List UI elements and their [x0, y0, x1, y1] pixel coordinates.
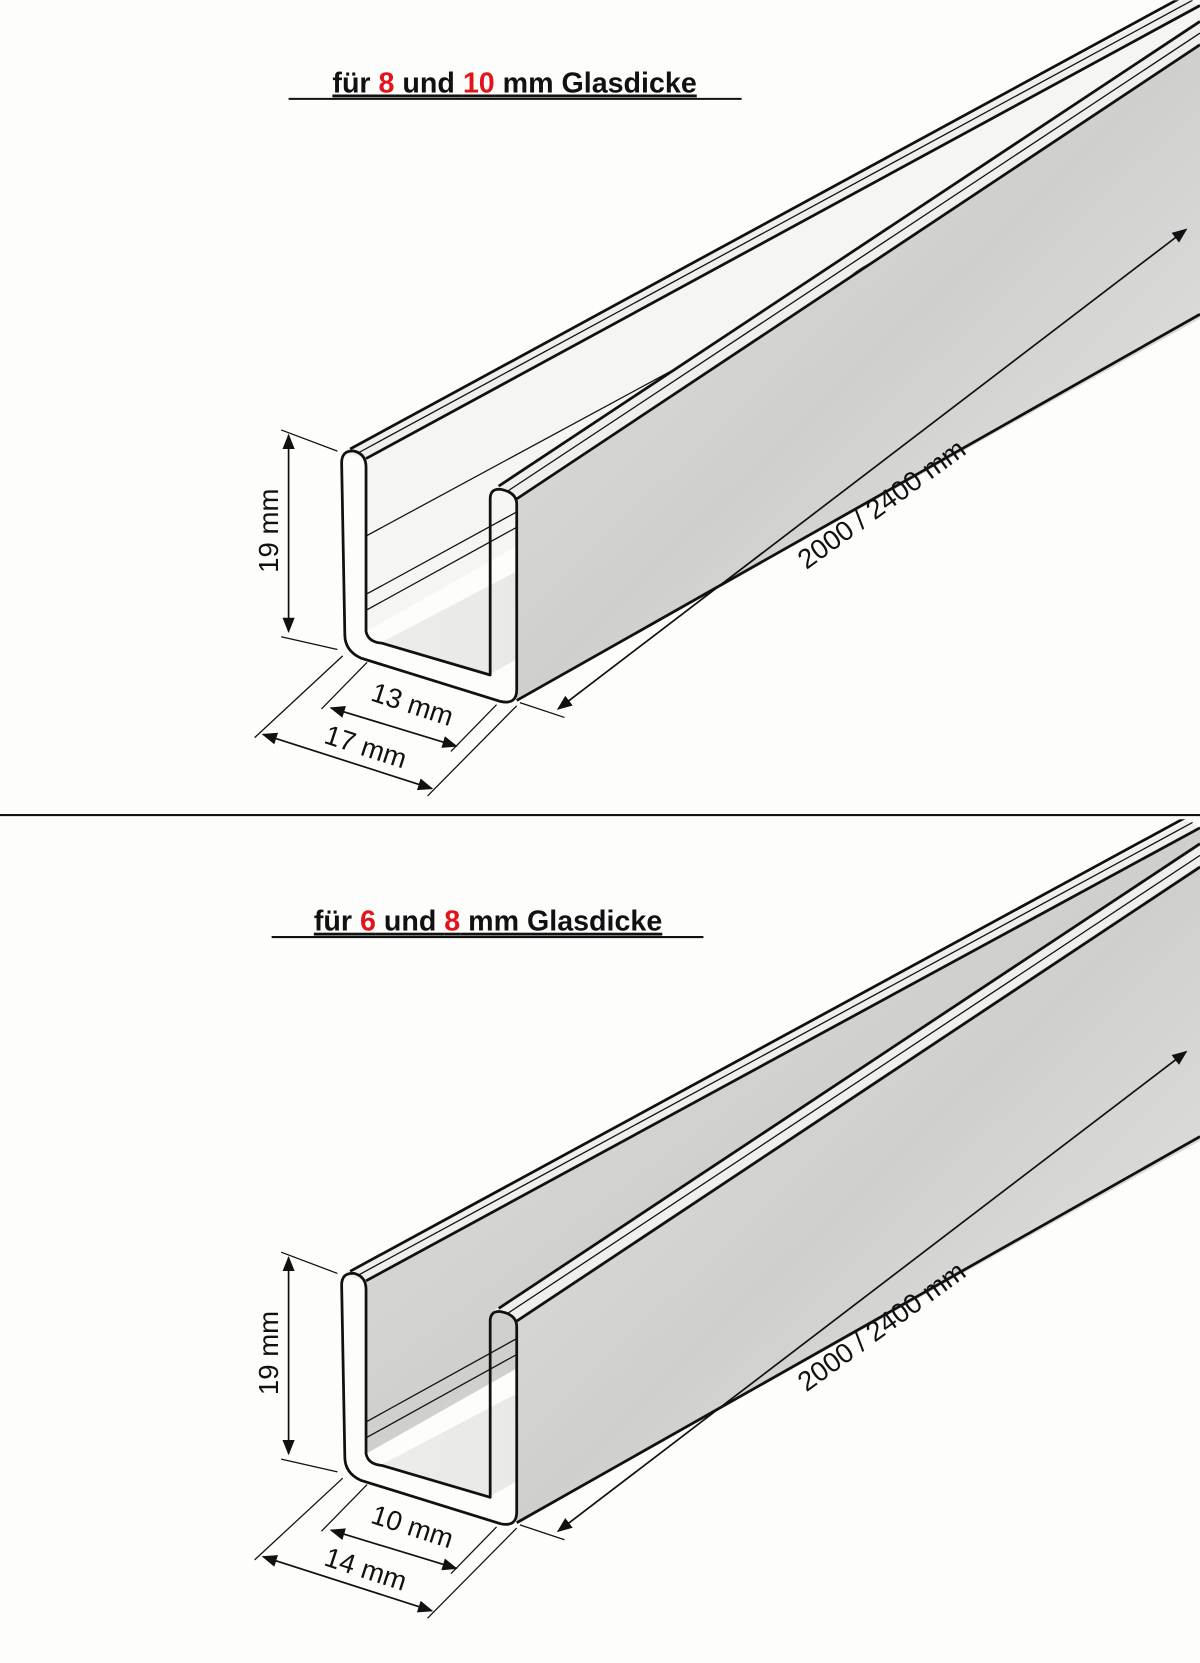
dimension-outer-width: 14 mm — [254, 1477, 518, 1619]
dimension-height: 19 mm — [253, 429, 338, 651]
u-profile-drawing — [340, 0, 1200, 704]
dimension-outer-width: 17 mm — [254, 655, 518, 797]
height-label: 19 mm — [253, 1311, 284, 1395]
panel-title: für 6 und 8 mm Glasdicke — [314, 906, 662, 938]
height-label: 19 mm — [253, 489, 284, 573]
dimension-height: 19 mm — [253, 1251, 338, 1473]
outer-width-label: 17 mm — [321, 719, 411, 775]
panel-6-8mm: für 6 und 8 mm Glasdicke — [253, 819, 1200, 1619]
panel-8-10mm: für 8 und 10 mm Glasdicke 19 mm — [253, 0, 1200, 797]
outer-width-label: 14 mm — [321, 1541, 411, 1597]
profile-cross-section — [340, 449, 519, 704]
panel-title: für 8 und 10 mm Glasdicke — [332, 68, 696, 100]
profile-cross-section — [340, 1271, 519, 1526]
